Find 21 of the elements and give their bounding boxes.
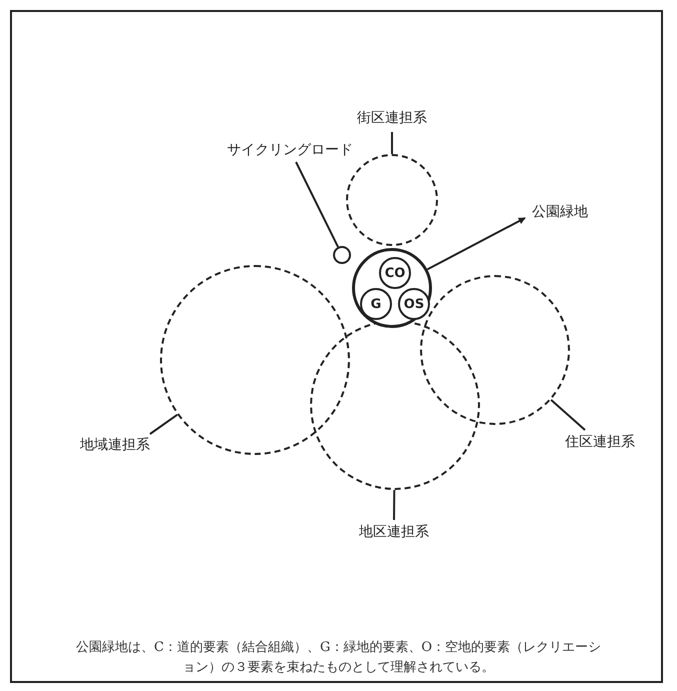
caption: 公園緑地は、C：道的要素（結合組織）、G：緑地的要素、O：空地的要素（レクリエーション）の３要素を束ねたものとして理解されている。 — [75, 639, 602, 677]
label-text: 公園緑地 — [529, 203, 591, 221]
ring-circle — [352, 248, 432, 328]
element-circle: G — [360, 288, 392, 320]
leader-line — [391, 132, 393, 154]
small-circle — [333, 246, 351, 264]
dashed-circle — [346, 154, 438, 246]
label-text: 地区連担系 — [356, 523, 432, 541]
label-text: 街区連担系 — [352, 109, 432, 127]
label-text: サイクリングロード — [220, 141, 360, 159]
dashed-circle — [310, 320, 480, 490]
label-text: 住区連担系 — [562, 433, 638, 451]
leader-line — [295, 162, 339, 248]
leader-line — [393, 490, 396, 520]
arrow — [426, 217, 526, 270]
dashed-circle — [160, 265, 350, 455]
leader-line — [550, 399, 586, 431]
element-circle: CO — [379, 257, 411, 289]
element-circle: OS — [398, 288, 430, 320]
label-text: 地域連担系 — [77, 436, 153, 454]
leader-line — [149, 414, 178, 435]
